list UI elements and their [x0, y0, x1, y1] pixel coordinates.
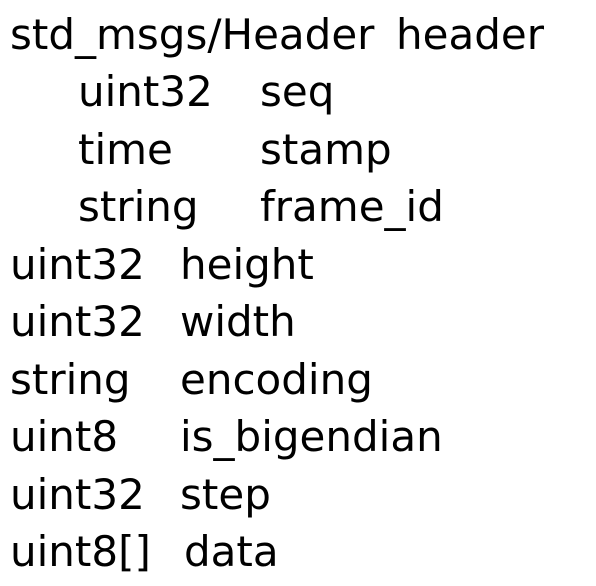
field-row-frame-id: string frame_id [0, 178, 596, 236]
field-row-encoding: string encoding [0, 351, 596, 409]
field-row-step: uint32 step [0, 466, 596, 524]
field-name: step [180, 470, 271, 519]
field-row-width: uint32 width [0, 293, 596, 351]
field-row-seq: uint32 seq [0, 63, 596, 121]
field-name: stamp [260, 125, 392, 174]
field-name: width [180, 297, 296, 346]
field-name: height [180, 240, 314, 289]
field-type: time [78, 125, 173, 174]
field-name: is_bigendian [180, 412, 443, 461]
field-type: uint32 [78, 67, 213, 116]
field-type: string [10, 355, 131, 404]
field-row-stamp: time stamp [0, 121, 596, 179]
field-name: header [396, 10, 544, 59]
field-name: frame_id [260, 182, 444, 231]
field-row-height: uint32 height [0, 236, 596, 294]
field-row-is-bigendian: uint8 is_bigendian [0, 408, 596, 466]
field-name: seq [260, 67, 335, 116]
field-name: data [184, 527, 279, 576]
field-type: uint32 [10, 240, 145, 289]
field-row-data: uint8[] data [0, 523, 596, 581]
field-type: string [78, 182, 199, 231]
field-type: std_msgs/Header [10, 10, 375, 59]
field-type: uint32 [10, 470, 145, 519]
field-type: uint8 [10, 412, 119, 461]
field-name: encoding [180, 355, 373, 404]
field-type: uint32 [10, 297, 145, 346]
field-type: uint8[] [10, 527, 151, 576]
field-row-header: std_msgs/Header header [0, 6, 596, 64]
